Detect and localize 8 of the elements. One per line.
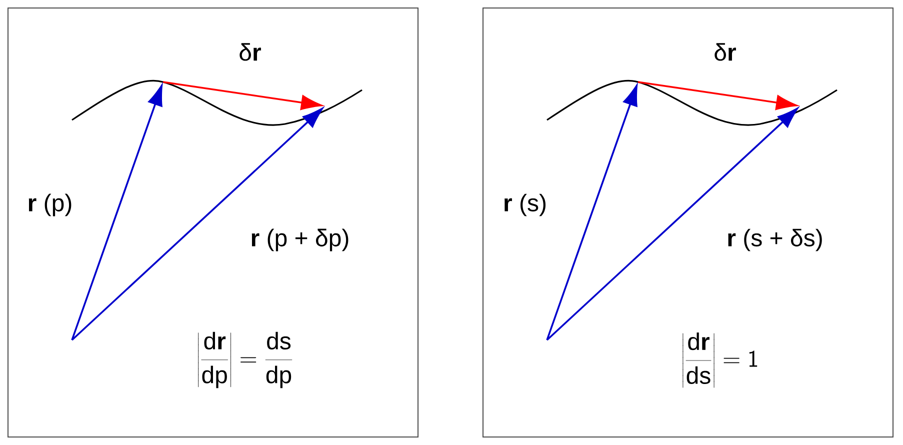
vector-label: r (p) <box>28 194 72 216</box>
vector-label: r (s + δs) <box>728 228 822 252</box>
vector-label: δr <box>714 43 736 61</box>
formula: $\left|\frac{\mathrm{d}\mathbf{r}}{\mathrm{ds}}\right| = \mathsf{1}$ <box>682 332 758 388</box>
vector-label: r (s) <box>504 194 546 216</box>
vector-label: r (p + δp) <box>252 228 348 252</box>
vector-label: δr <box>240 43 261 61</box>
formula: $\left|\frac{\mathrm{d}\mathbf{r}}{\mathrm{dp}}\right| = \frac{\mathrm{ds}}{\mathrm{dp}}$ <box>198 332 292 388</box>
